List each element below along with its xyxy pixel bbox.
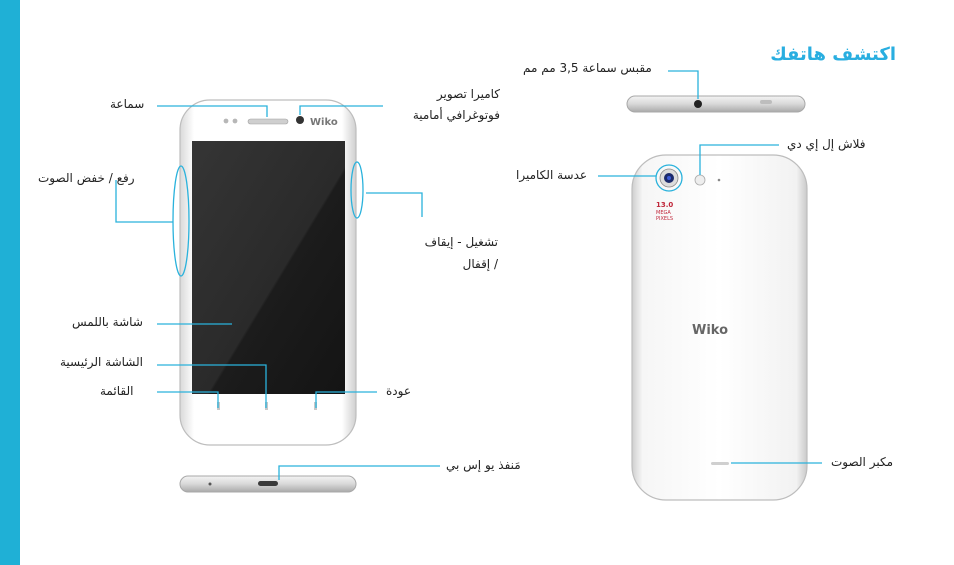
label-speaker: مكبر الصوت bbox=[831, 455, 894, 469]
label-front-camera-2: فوتوغرافي أمامية bbox=[412, 108, 500, 122]
front-phone: Wiko bbox=[172, 99, 364, 446]
camera-badge-pixels: PIXELS bbox=[656, 216, 673, 222]
label-front-camera-1: كاميرا تصوير bbox=[436, 87, 500, 101]
label-menu: القائمة bbox=[100, 384, 134, 398]
back-phone: 13.0 MEGA PIXELS Wiko bbox=[631, 154, 808, 501]
label-power-1: تشغيل - إيقاف bbox=[424, 235, 498, 249]
front-bottom-edge bbox=[179, 475, 357, 493]
label-power-2: / إقفال bbox=[462, 257, 498, 271]
camera-badge-mega: MEGA bbox=[656, 210, 671, 216]
svg-text:Wiko: Wiko bbox=[310, 117, 338, 128]
label-touchscreen: شاشة باللمس bbox=[72, 315, 143, 329]
label-headset-jack: مقبس سماعة 3,5 مم مم bbox=[523, 61, 652, 75]
label-volume: رفع / خفض الصوت bbox=[38, 171, 135, 185]
label-back: عودة bbox=[386, 384, 411, 398]
callout-lines bbox=[115, 70, 822, 480]
label-earpiece: سماعة bbox=[110, 97, 145, 111]
label-led-flash: فلاش إل إي دي bbox=[787, 137, 866, 151]
accent-sidebar bbox=[0, 0, 20, 565]
label-home: الشاشة الرئيسية bbox=[60, 355, 143, 369]
label-usb: مَنفذ يو إس بي bbox=[446, 458, 521, 472]
page-title: اكتشف هاتفك bbox=[770, 44, 896, 65]
svg-text:Wiko: Wiko bbox=[692, 323, 728, 338]
label-camera-lens: عدسة الكاميرا bbox=[516, 168, 588, 182]
back-top-edge bbox=[626, 95, 806, 113]
camera-badge-mp: 13.0 bbox=[656, 201, 673, 209]
